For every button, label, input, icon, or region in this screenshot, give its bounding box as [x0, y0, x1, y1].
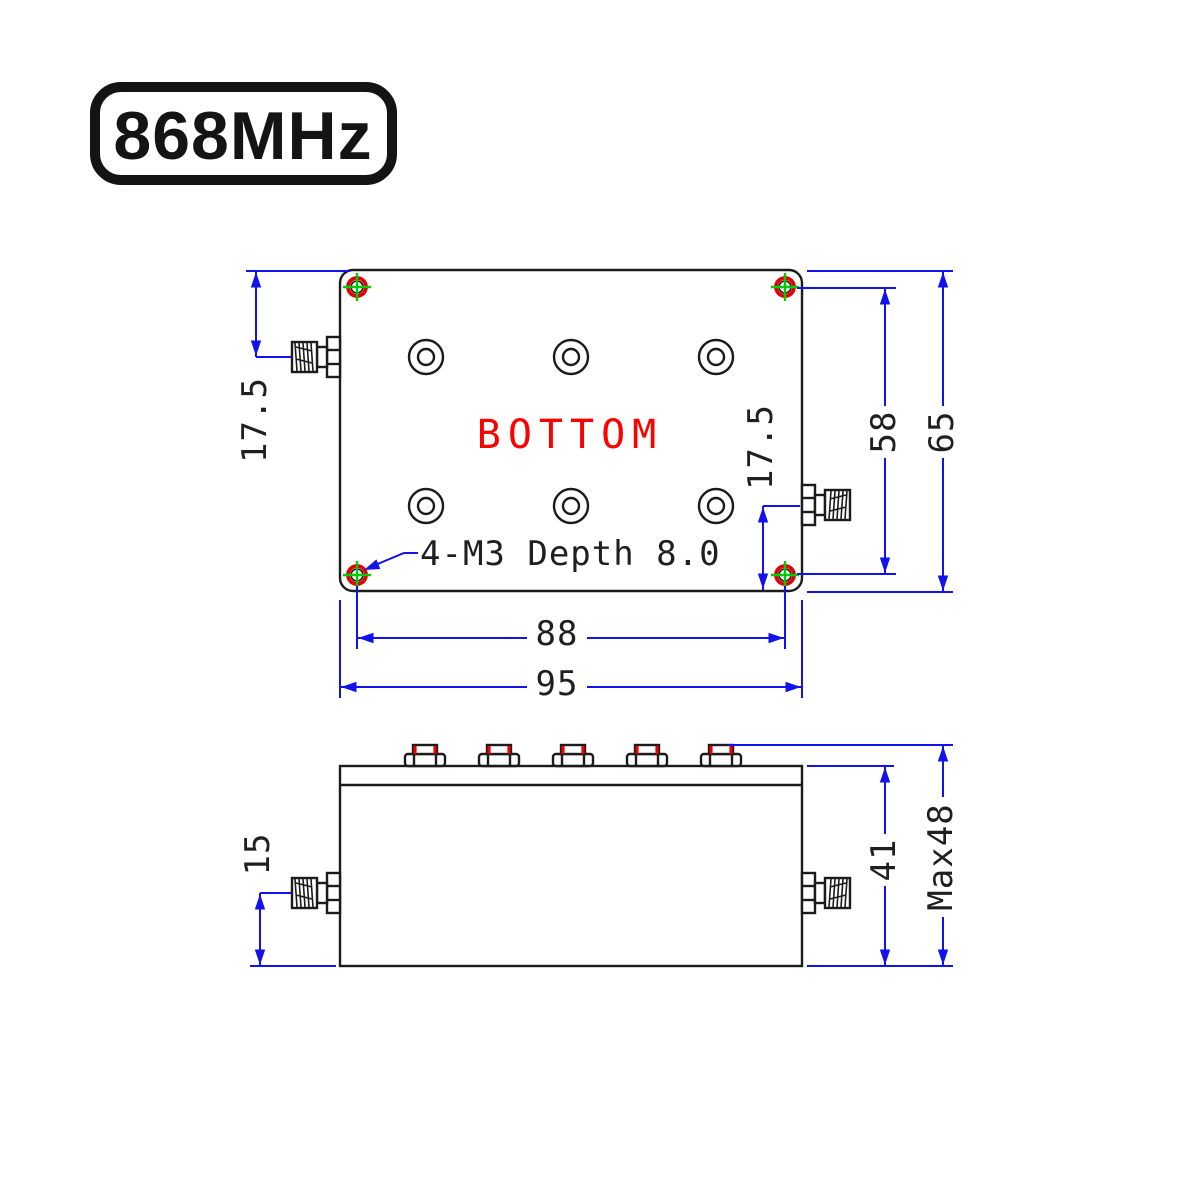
housing-side-body [338, 764, 804, 968]
housing-bottom-plate [338, 268, 804, 593]
sma-connector-left [290, 871, 342, 915]
dim-hole-span-vertical: 58 [797, 287, 904, 575]
dim-text: 17.5 [235, 377, 275, 463]
dim-text: 65 [922, 411, 962, 454]
dim-text: 88 [536, 614, 579, 654]
sma-connector-right [800, 871, 852, 915]
bottom-face-label: BOTTOM [477, 412, 664, 458]
tuning-screw [699, 743, 743, 768]
dim-hole-span-horizontal: 88 [356, 586, 786, 654]
dim-port-offset-left: 17.5 [235, 270, 350, 463]
dim-body-height: 65 [807, 270, 962, 593]
top-view-drawing: BOTTOM 4-M3 Depth 8.0 17.5 17.5 58 [235, 268, 962, 704]
dim-body-width: 95 [339, 600, 803, 704]
dim-text: 58 [864, 411, 904, 454]
dim-port-offset-right: 17.5 [741, 404, 800, 590]
frequency-badge: 868MHz [90, 82, 397, 185]
dim-port-centerline-height: 15 [238, 833, 336, 967]
tuning-screw [625, 743, 669, 768]
dim-overall-max-height: Max48 [728, 744, 961, 966]
dim-text: 95 [536, 664, 579, 704]
dim-text: 15 [238, 833, 278, 876]
dim-text: Max48 [921, 803, 961, 910]
leader-line [367, 552, 418, 569]
tuning-screw [403, 743, 447, 768]
sma-connector-right [800, 483, 852, 527]
dim-side-body-height: 41 [807, 765, 953, 967]
tuning-screw [477, 743, 521, 768]
thread-note-text: 4-M3 Depth 8.0 [420, 534, 721, 574]
sma-connector-left [290, 335, 342, 379]
thread-note-annotation: 4-M3 Depth 8.0 [362, 534, 721, 575]
dim-text: 17.5 [741, 404, 781, 490]
badge-border [90, 82, 397, 185]
tuning-screw [551, 743, 595, 768]
dim-text: 41 [864, 839, 904, 882]
badge-label: 868MHz [113, 98, 372, 174]
side-view-drawing: 15 41 Max48 [238, 743, 961, 968]
